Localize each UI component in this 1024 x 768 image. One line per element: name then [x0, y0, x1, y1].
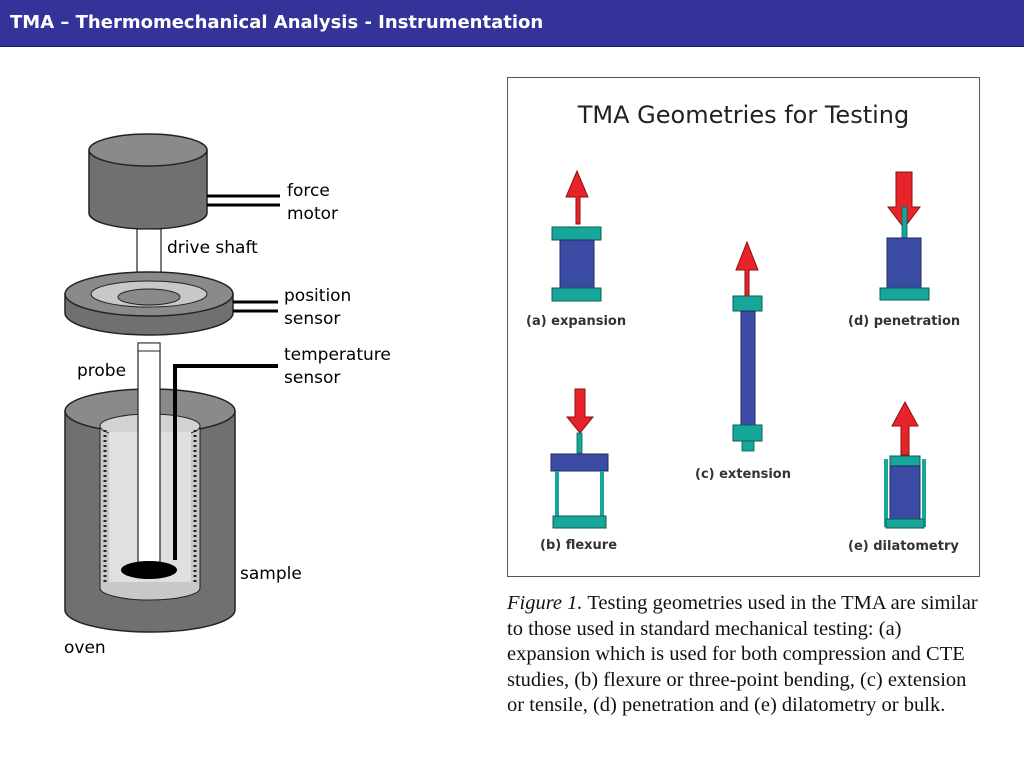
force-motor-label-line2: motor: [287, 204, 339, 224]
geometry-label-expansion: (a) expansion: [526, 314, 627, 329]
probe: [137, 342, 161, 566]
caption-text: Testing geometries used in the TMA are s…: [507, 592, 978, 716]
temperature-sensor: [173, 364, 278, 560]
force-motor: [88, 133, 280, 230]
force-motor-label: force: [287, 181, 330, 201]
geometry-label-extension: (c) extension: [695, 467, 791, 482]
caption-figure-number: Figure 1.: [507, 592, 583, 614]
probe-label: probe: [77, 361, 127, 381]
geometries-figure-title: TMA Geometries for Testing: [577, 101, 910, 129]
drive-shaft-label: drive shaft: [167, 238, 258, 258]
position-sensor-label: position: [284, 286, 352, 306]
position-sensor: [64, 271, 278, 336]
geometry-label-dilatometry: (e) dilatometry: [848, 539, 959, 554]
slide-title-bar: TMA – Thermomechanical Analysis - Instru…: [0, 0, 1024, 47]
sample: [121, 561, 177, 579]
slide-title: TMA – Thermomechanical Analysis - Instru…: [10, 12, 544, 33]
sample-label: sample: [240, 564, 302, 584]
temperature-sensor-label: temperature: [284, 345, 391, 365]
oven-label: oven: [64, 638, 106, 658]
temperature-sensor-label-line2: sensor: [284, 368, 341, 388]
figure-caption: Figure 1. Testing geometries used in the…: [507, 591, 987, 719]
tma-apparatus-diagram: [64, 133, 280, 633]
geometry-label-penetration: (d) penetration: [848, 314, 961, 329]
geometry-label-flexure: (b) flexure: [540, 538, 618, 553]
position-sensor-label-line2: sensor: [284, 309, 341, 329]
